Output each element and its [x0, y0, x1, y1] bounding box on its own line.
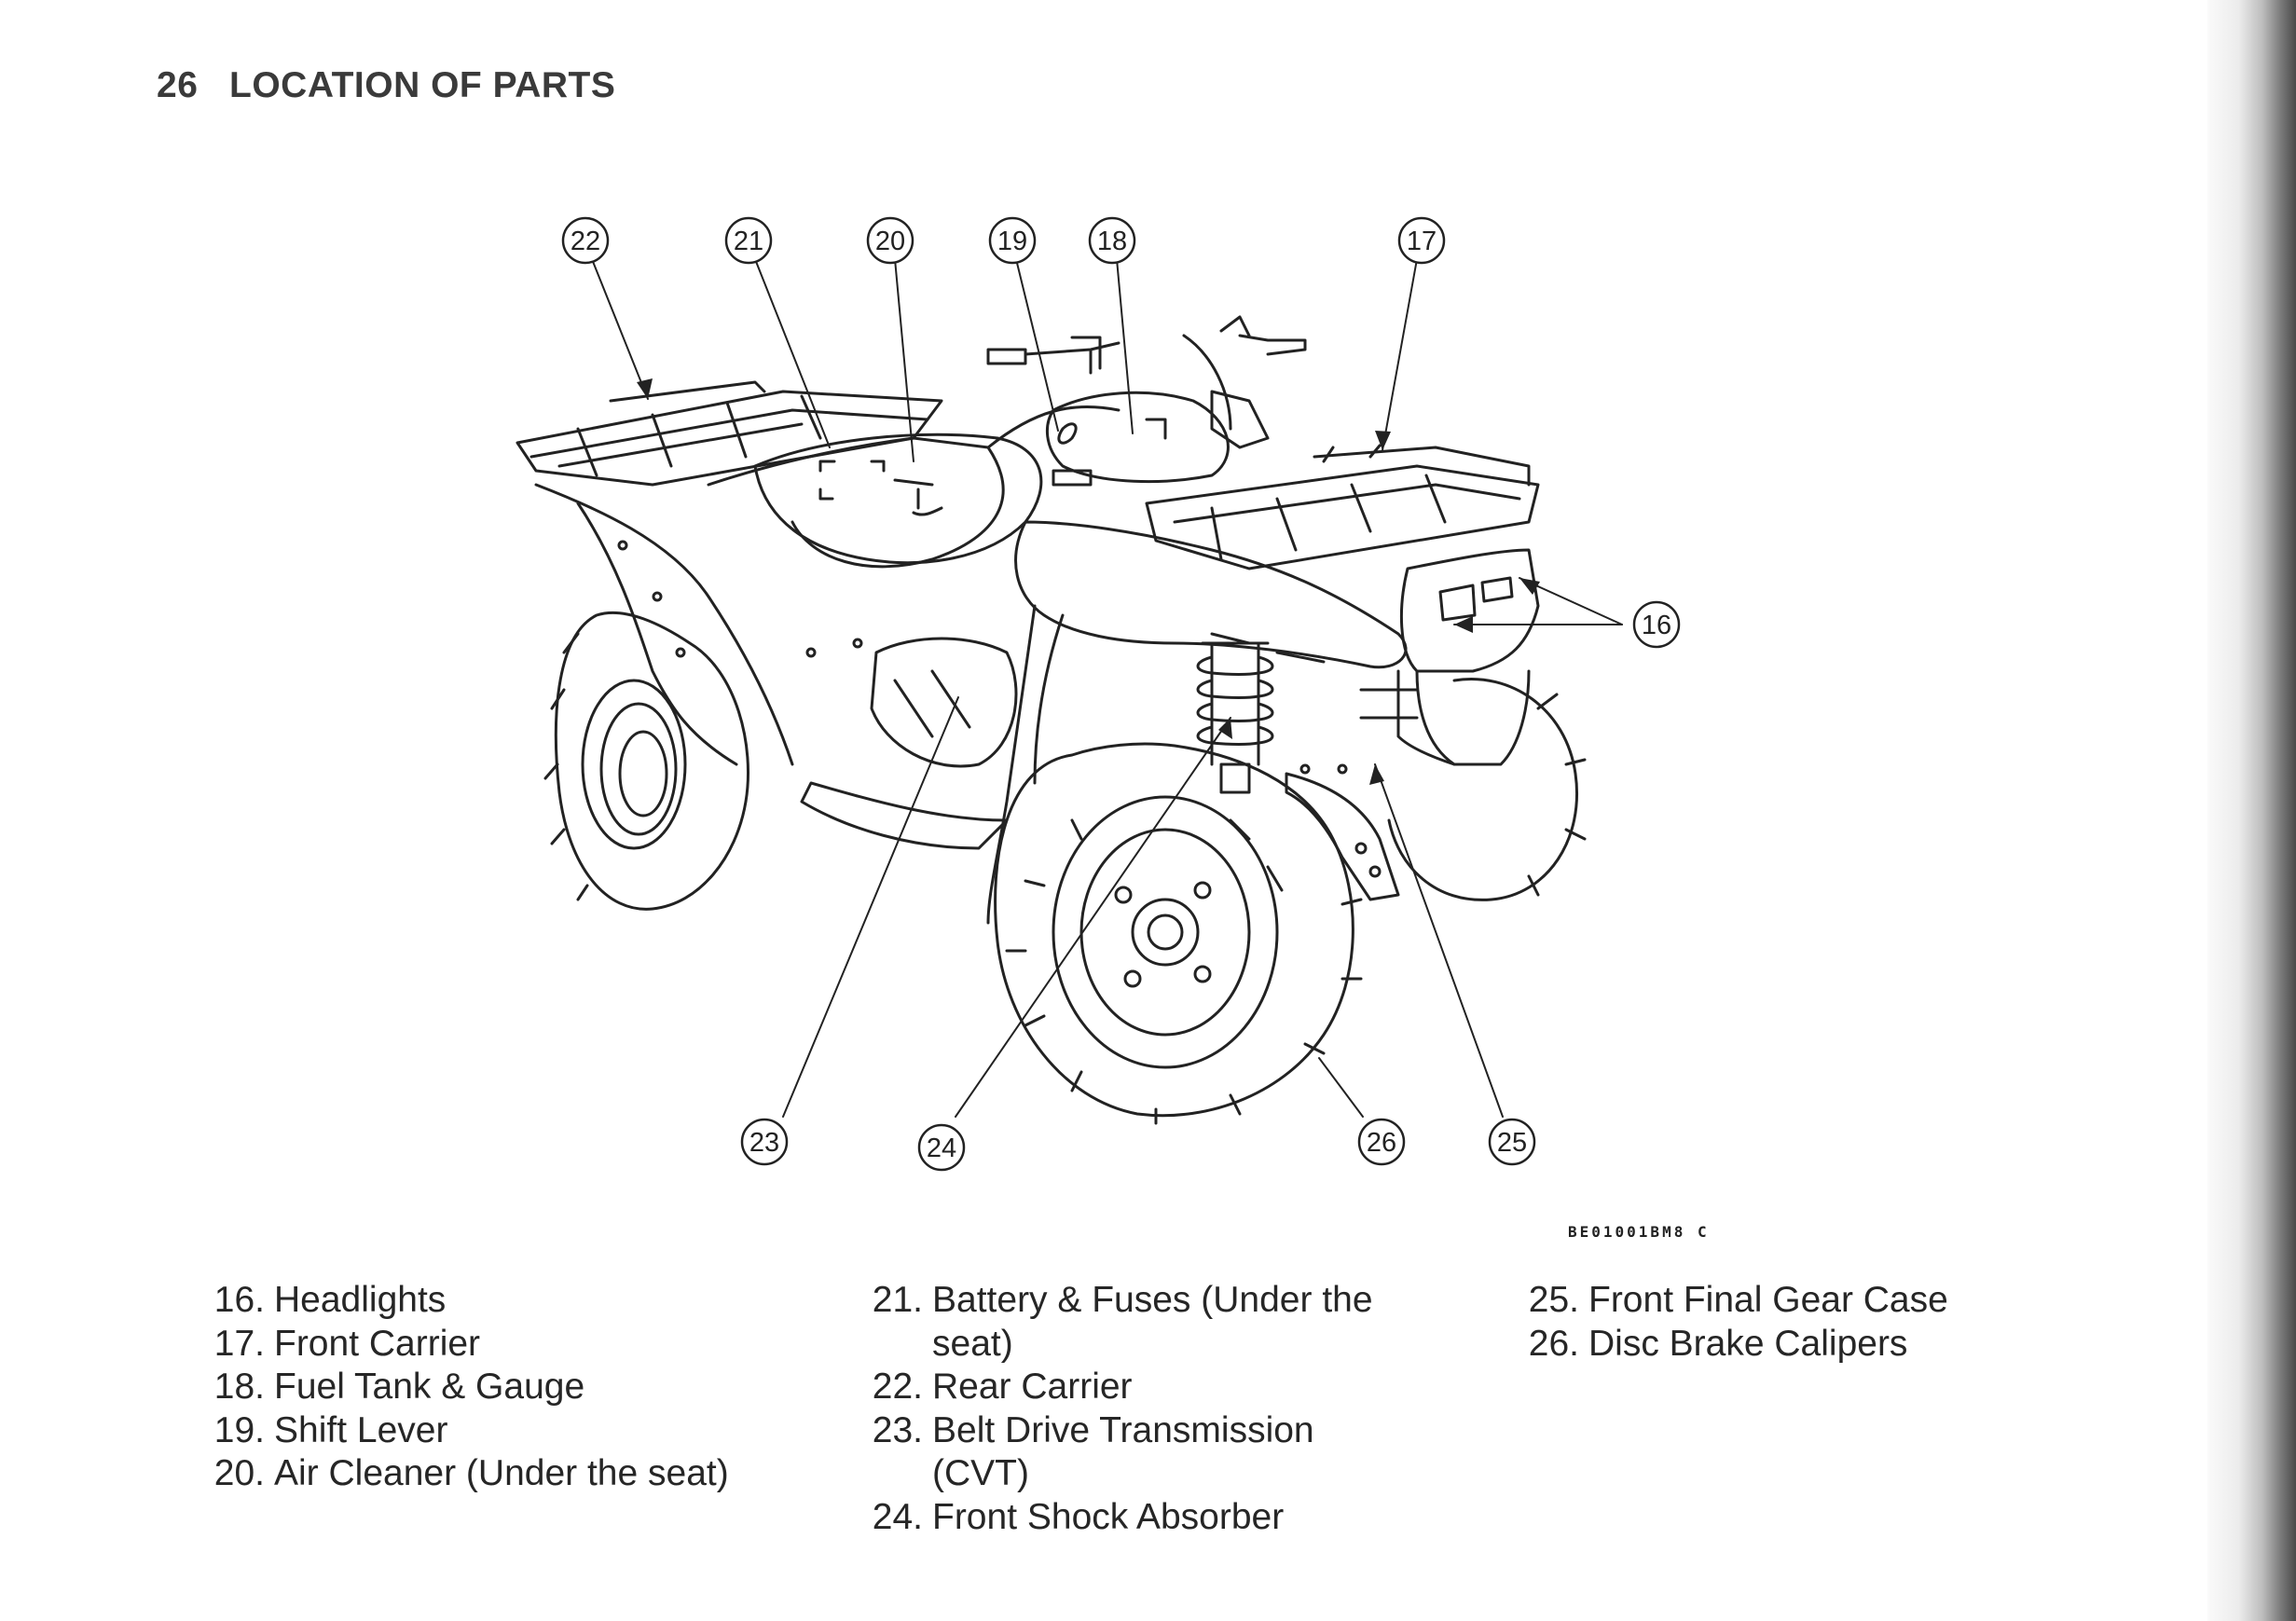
callout-20 [866, 216, 914, 265]
callout-label-25: 25 [1497, 1128, 1527, 1158]
legend-text: Rear Carrier [932, 1367, 1133, 1407]
rear-carrier-drawing [516, 380, 943, 487]
legend-item-23: 23. Belt Drive Transmission (CVT) [856, 1409, 1415, 1496]
callout-label-23: 23 [749, 1128, 779, 1158]
legend-item-21: 21. Battery & Fuses (Under the seat) [856, 1279, 1415, 1366]
legend-number: 22. [872, 1367, 923, 1407]
legend-number: 21. [872, 1280, 923, 1320]
legend-item-19: 19. Shift Lever [198, 1409, 757, 1453]
legend-text: Air Cleaner (Under the seat) [274, 1453, 729, 1493]
legend-number: 19. [213, 1409, 265, 1450]
figure-code: BE01001BM8 C [1568, 1223, 1710, 1241]
legend-number: 26. [1528, 1323, 1579, 1364]
leader-arrowheads [637, 378, 1540, 785]
callout-label-18: 18 [1097, 227, 1127, 256]
legend-text: Front Final Gear Case [1588, 1280, 1948, 1320]
rear-wheel-drawing [543, 611, 749, 911]
seat-drawing [753, 433, 1043, 565]
legend-text: Front Carrier [274, 1323, 481, 1364]
legend-item-22: 22. Rear Carrier [856, 1366, 1415, 1409]
callout-label-19: 19 [997, 227, 1027, 256]
callout-label-22: 22 [571, 227, 600, 256]
callout-markers [561, 216, 1681, 1172]
leader-lines [591, 258, 1623, 1118]
callout-25 [1488, 1118, 1536, 1166]
legend-text: Battery & Fuses (Under the seat) [932, 1280, 1373, 1364]
callout-24 [917, 1123, 966, 1172]
legend-number: 25. [1528, 1280, 1579, 1320]
callout-label-26: 26 [1367, 1128, 1396, 1158]
front-wheel-drawing [994, 742, 1363, 1125]
callout-19 [988, 216, 1037, 265]
legend-column-3: 25. Front Final Gear Case 26. Disc Brake… [1512, 1279, 2071, 1366]
front-fender-drawing [986, 520, 1408, 925]
right-front-wheel-drawing [1387, 678, 1587, 901]
front-carrier-drawing [1145, 444, 1540, 570]
legend-item-24: 24. Front Shock Absorber [856, 1496, 1415, 1540]
callout-18 [1088, 216, 1136, 265]
legend-number: 24. [872, 1496, 923, 1537]
callout-label-17: 17 [1407, 227, 1437, 256]
legend-item-18: 18. Fuel Tank & Gauge [198, 1366, 757, 1409]
legend-text: Shift Lever [274, 1409, 448, 1450]
callout-17 [1397, 216, 1446, 265]
callout-21 [724, 216, 773, 265]
legend-item-20: 20. Air Cleaner (Under the seat) [198, 1452, 757, 1496]
page-title: LOCATION OF PARTS [229, 65, 616, 105]
legend-number: 17. [213, 1323, 265, 1364]
callout-26 [1357, 1118, 1406, 1166]
callout-16 [1632, 600, 1681, 649]
legend-item-25: 25. Front Final Gear Case [1512, 1279, 2071, 1323]
legend-number: 16. [213, 1280, 265, 1320]
legend-item-16: 16. Headlights [198, 1279, 757, 1323]
front-bumper-drawing [1359, 548, 1540, 766]
legend-number: 20. [213, 1453, 265, 1493]
callout-22 [561, 216, 610, 265]
callout-label-21: 21 [734, 227, 763, 256]
callout-label-20: 20 [875, 227, 905, 256]
legend-text: Front Shock Absorber [932, 1496, 1285, 1537]
legend-text: Headlights [274, 1280, 447, 1320]
book-spine-shadow [2207, 0, 2296, 1621]
legend-text: Fuel Tank & Gauge [274, 1367, 585, 1407]
callout-label-16: 16 [1642, 611, 1671, 640]
callout-23 [740, 1118, 789, 1166]
front-shock-drawing [1196, 641, 1274, 794]
legend-text: Disc Brake Calipers [1588, 1323, 1908, 1364]
callout-label-24: 24 [927, 1133, 956, 1163]
page-number: 26 [157, 65, 199, 105]
legend-item-17: 17. Front Carrier [198, 1323, 757, 1367]
cvt-footwell-drawing [800, 637, 1018, 850]
legend-number: 18. [213, 1367, 265, 1407]
legend-text: Belt Drive Transmission (CVT) [932, 1409, 1314, 1494]
legend-column-1: 16. Headlights 17. Front Carrier 18. Fue… [198, 1279, 757, 1496]
rear-fender-drawing [534, 405, 1121, 766]
final-gear-case-drawing [1285, 772, 1400, 901]
legend-number: 23. [872, 1409, 923, 1450]
legend-column-2: 21. Battery & Fuses (Under the seat) 22.… [856, 1279, 1415, 1539]
handlebar-drawing [986, 315, 1307, 487]
legend-item-26: 26. Disc Brake Calipers [1512, 1323, 2071, 1367]
